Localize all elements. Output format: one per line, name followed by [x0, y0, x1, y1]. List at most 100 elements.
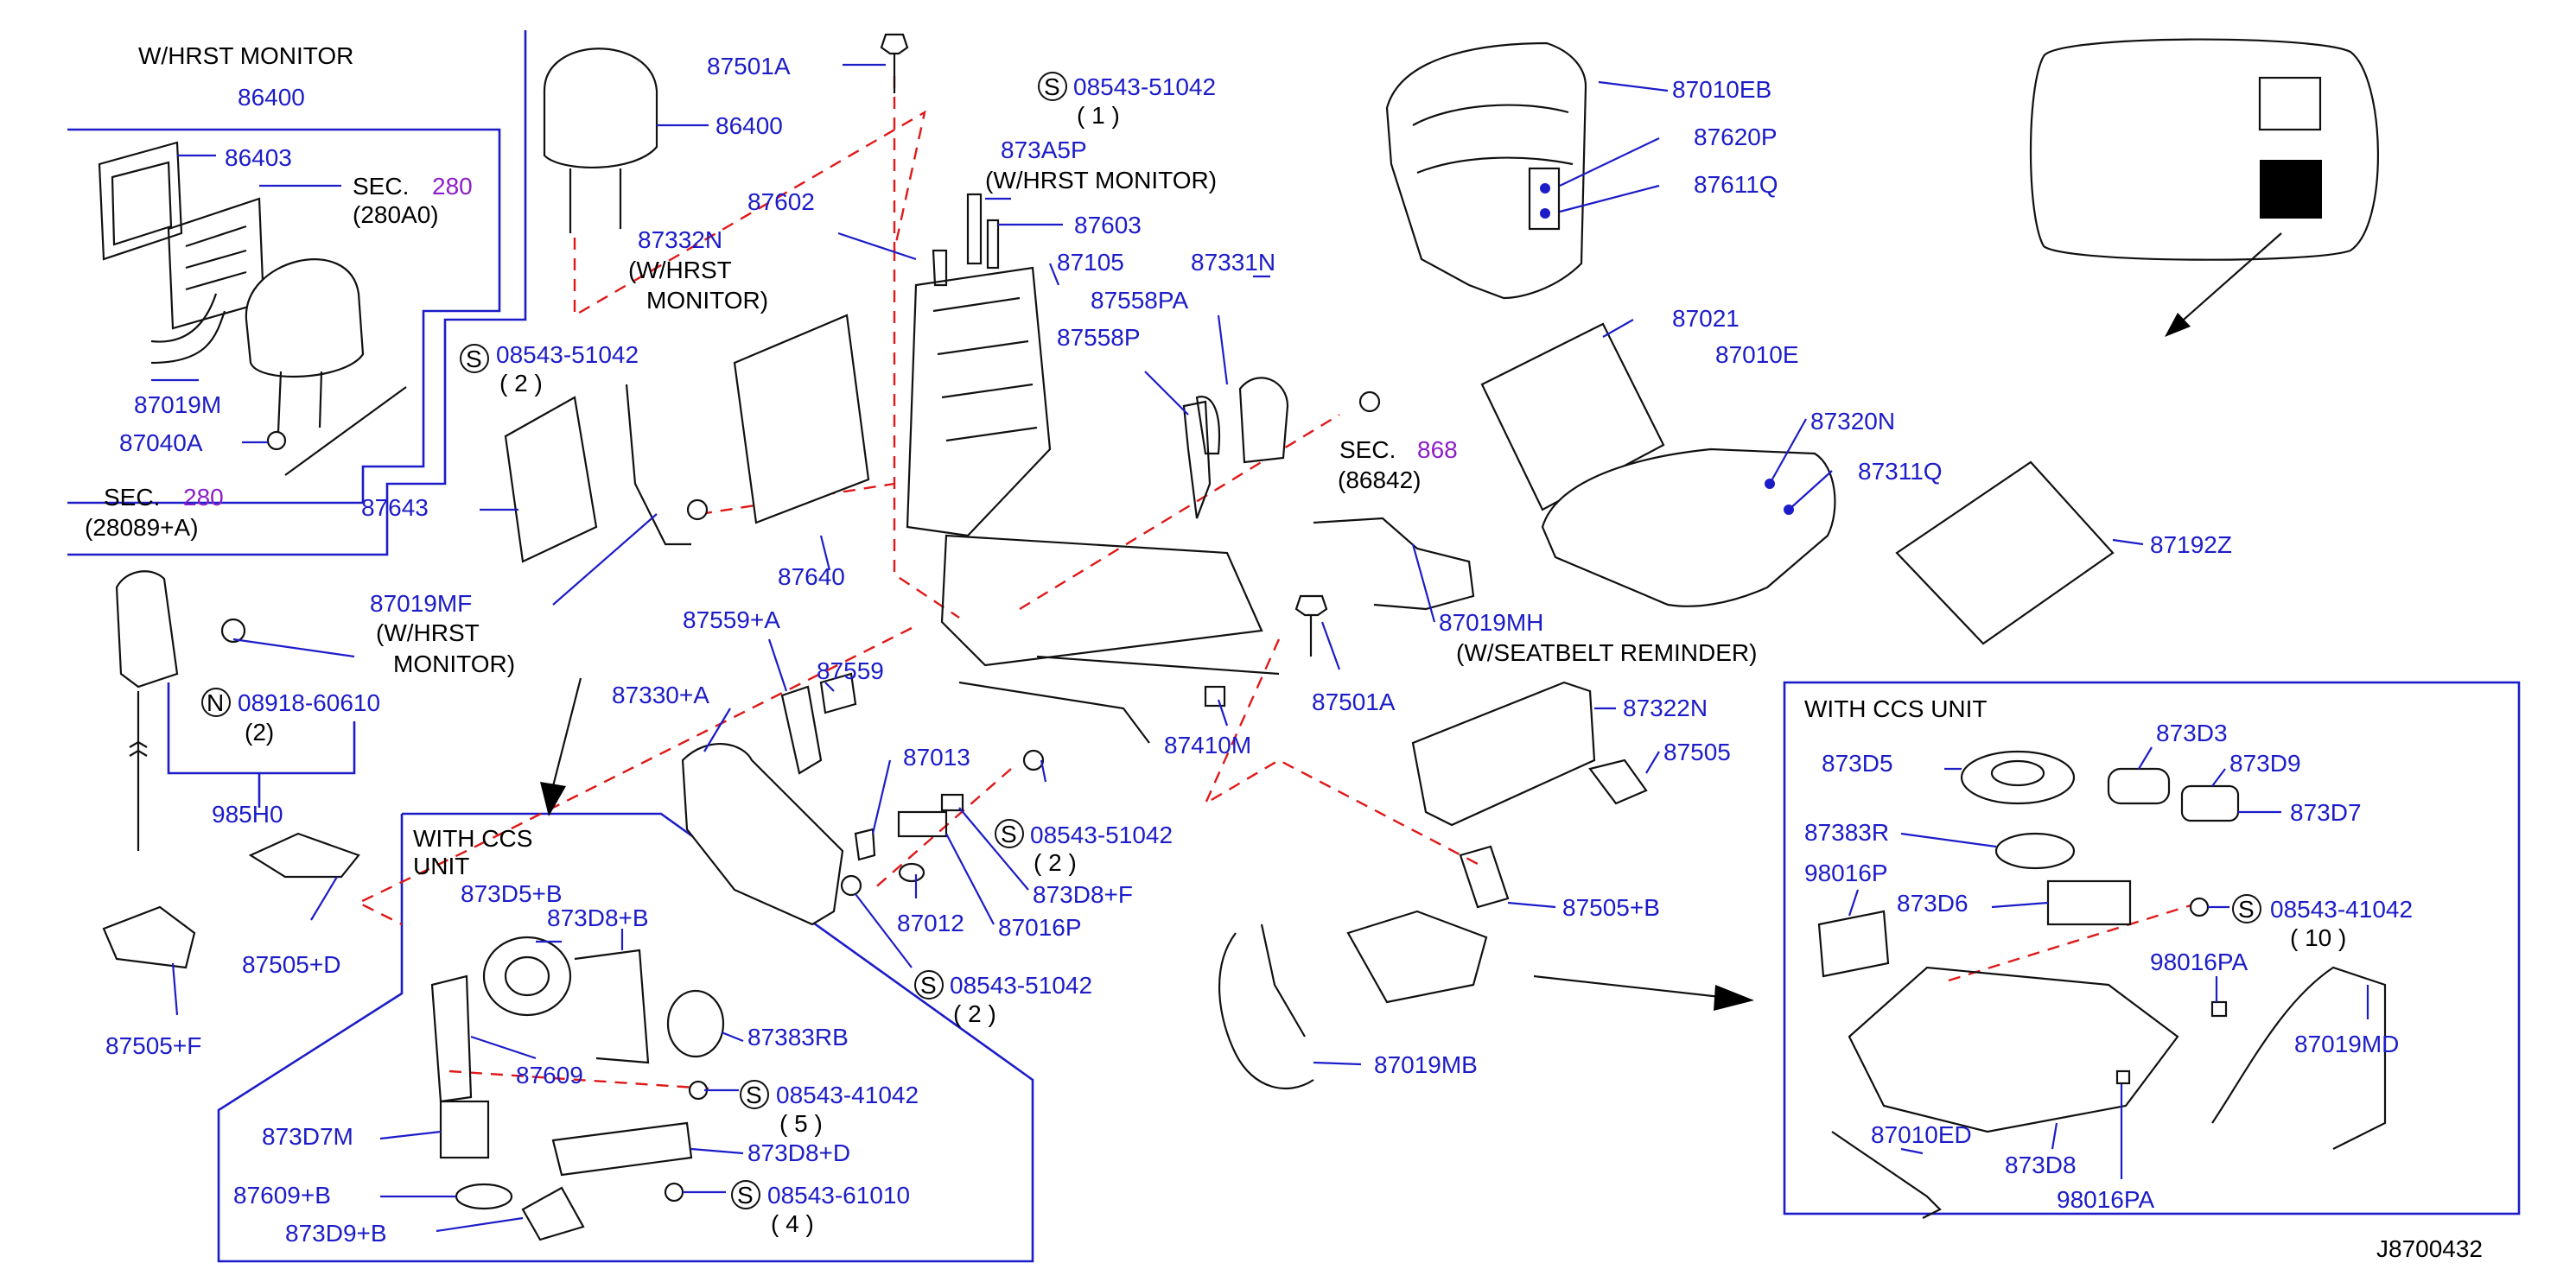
label-873d8b: 873D8+B — [547, 904, 649, 931]
note-87019mf-a: (W/HRST — [376, 619, 480, 646]
label-873a5p: 873A5P — [1001, 136, 1087, 163]
sec280b-num: 280 — [183, 484, 224, 511]
frame-87105-back — [906, 266, 1052, 537]
label-87501a-top: 87501A — [707, 53, 791, 79]
sec280a-prefix: SEC. — [353, 173, 409, 200]
ring-87383rb-shape — [666, 989, 725, 1058]
duct-87609-shape — [430, 974, 473, 1103]
label-98016pa-a: 98016PA — [2150, 949, 2248, 975]
label-87602: 87602 — [747, 188, 815, 215]
label-87640: 87640 — [778, 563, 845, 590]
label-87332n: 87332N — [638, 226, 722, 253]
header-ccs-left-2: UNIT — [413, 853, 469, 879]
bolt-s5-code: 08543-41042 — [776, 1082, 919, 1108]
panel-985h0-shape — [115, 570, 179, 689]
symbol-s5 — [740, 1080, 769, 1109]
headrest-small-shape — [245, 258, 365, 378]
sec868-num: 868 — [1417, 436, 1458, 463]
bolt-s3-qty: ( 2 ) — [1034, 849, 1077, 876]
dash-ccs-right — [1948, 901, 2200, 982]
bolt-s7-code: 08543-41042 — [2270, 896, 2413, 923]
clip-98016pa-b-shape — [2115, 1069, 2131, 1085]
label-87643: 87643 — [361, 494, 429, 521]
label-87559: 87559 — [817, 657, 884, 684]
label-87331n: 87331N — [1191, 249, 1275, 276]
note-87332n-a: (W/HRST — [628, 257, 732, 283]
symbol-s7 — [2232, 894, 2261, 923]
fan-873d5-shape — [1960, 750, 2076, 805]
cable-break-shape — [129, 740, 148, 757]
wire-87019mh-shape — [1313, 517, 1475, 611]
header-ccs-right: WITH CCS UNIT — [1804, 695, 1988, 722]
label-87603: 87603 — [1074, 212, 1142, 238]
label-87320n: 87320N — [1810, 408, 1895, 435]
label-87505: 87505 — [1663, 739, 1731, 765]
label-87019md: 87019MD — [2294, 1031, 2399, 1057]
marker-87620p — [1540, 183, 1550, 194]
headrest-small-post-r — [318, 371, 323, 428]
labels: W/HRST MONITOR WITH CCS UNIT WITH CCS UN… — [85, 42, 2483, 1262]
clip-873d8f-shape — [940, 793, 964, 812]
label-873d5b: 873D5+B — [461, 880, 563, 907]
sec280b-prefix: SEC. — [104, 484, 160, 511]
symbol-s4-letter: S — [920, 972, 937, 999]
label-87505b: 87505+B — [1562, 894, 1660, 921]
symbol-s5-letter: S — [746, 1082, 762, 1108]
header-hrst-monitor: W/HRST MONITOR — [138, 42, 353, 69]
module-873d6-shape — [2046, 879, 2132, 926]
recliner-87558pa-shape — [1195, 396, 1221, 455]
shield-87330a-shape — [681, 742, 844, 926]
dash-87013 — [872, 768, 1012, 891]
label-87501a: 87501A — [1312, 689, 1396, 715]
harness-87019m-shape — [150, 293, 226, 365]
sec280b-sub: (28089+A) — [85, 514, 199, 541]
bolt-s6-qty: ( 4 ) — [771, 1210, 814, 1237]
module-87016p-shape — [897, 810, 948, 838]
dash-87505b — [1203, 638, 1479, 866]
hrst-monitor-frame — [67, 128, 501, 505]
recliner-87558p-shape — [1182, 400, 1212, 519]
label-87559a: 87559+A — [683, 606, 780, 633]
guide-87603-shape — [986, 219, 1000, 270]
car-locator-body — [2029, 38, 2379, 261]
symbol-s3 — [995, 819, 1024, 848]
gasket-87609b-shape — [455, 1183, 513, 1210]
bracket-873d8d-shape — [551, 1121, 693, 1177]
arrow-to-ccs-left-head — [540, 782, 566, 816]
label-873d3: 873D3 — [2156, 720, 2228, 746]
fan-873d5b-hub — [504, 955, 550, 997]
label-873d8f: 873D8+F — [1033, 881, 1133, 908]
cover-87559-shape — [819, 672, 857, 714]
note-873a5p: (W/HRST MONITOR) — [985, 167, 1217, 194]
label-873d6: 873D6 — [1897, 890, 1969, 917]
duct-873d8-shape — [1848, 966, 2179, 1133]
dash-87640 — [699, 482, 895, 516]
bolt-n1-qty: (2) — [245, 719, 274, 746]
symbol-s2-letter: S — [466, 346, 482, 372]
symbol-n1-letter: N — [207, 689, 224, 716]
bolt-s2-code: 08543-51042 — [496, 341, 639, 368]
label-87013: 87013 — [903, 744, 970, 771]
guide-87602-shape — [932, 249, 948, 287]
panel-87640-shape — [733, 314, 870, 524]
pad-87192z-shape — [1895, 460, 2115, 645]
label-873d8: 873D8 — [2005, 1152, 2077, 1178]
duct-873d9b-shape — [521, 1186, 585, 1241]
car-locator-seat-highlight — [2260, 160, 2322, 219]
bolt-s4-code: 08543-51042 — [950, 972, 1092, 999]
label-87016p: 87016P — [998, 914, 1082, 941]
marker-87611q — [1540, 208, 1550, 219]
note-87019mf-b: MONITOR) — [393, 651, 515, 677]
dash-87330 — [356, 626, 913, 926]
cable-28089-shape — [284, 386, 407, 476]
clip-87620p-87611q-shape — [1528, 167, 1561, 231]
label-86403: 86403 — [225, 144, 292, 171]
headrest-small-post-l — [277, 371, 283, 433]
label-86400-top: 86400 — [238, 84, 305, 111]
header-ccs-left: WITH CCS — [413, 825, 532, 852]
assembly-lines — [356, 76, 2200, 1090]
note-87019mh: (W/SEATBELT REMINDER) — [1456, 639, 1757, 666]
bolt-s7-shape — [2189, 897, 2210, 917]
board-87643-shape — [504, 396, 598, 563]
label-87192z: 87192Z — [2150, 531, 2232, 558]
